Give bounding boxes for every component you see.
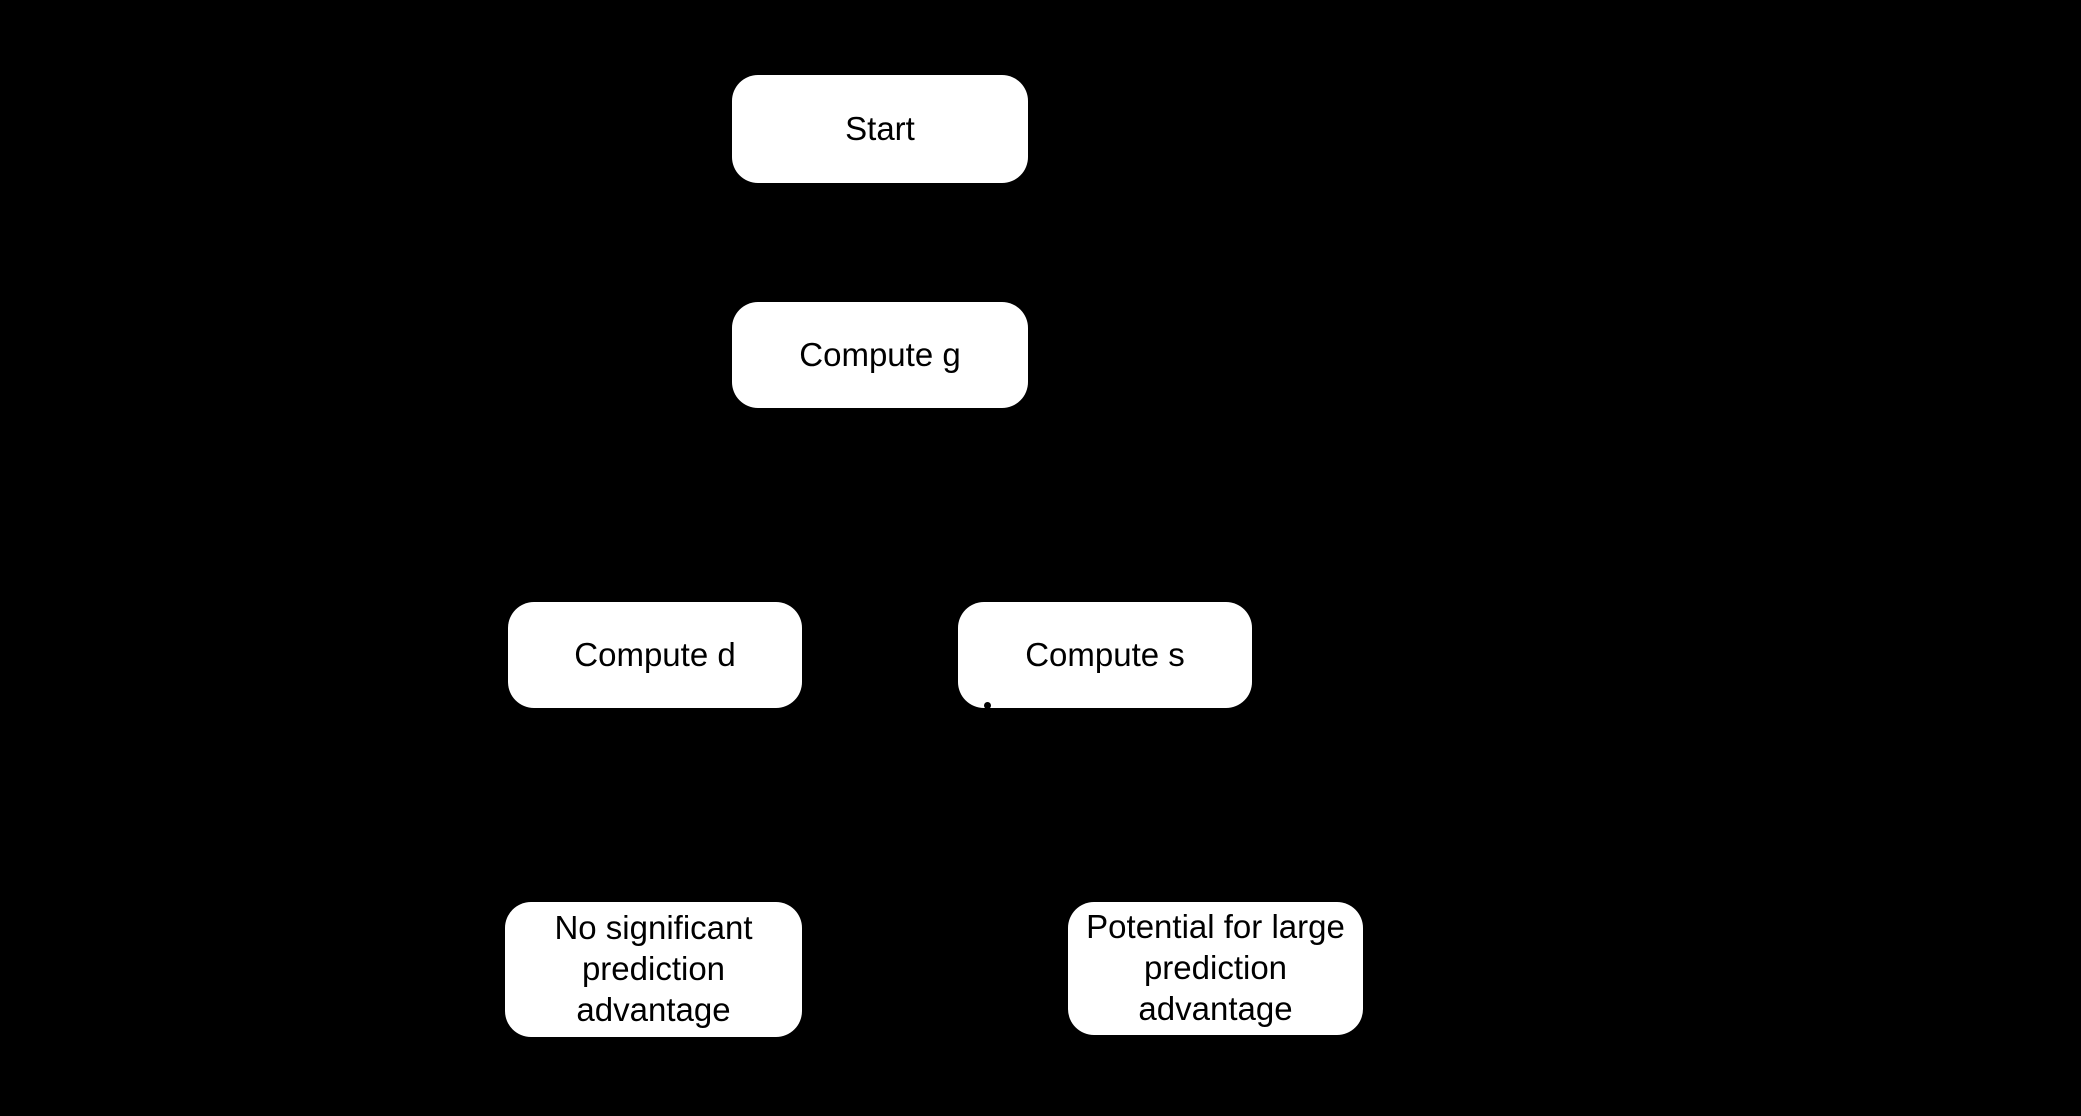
connector-arrow-tip — [984, 702, 991, 709]
flowchart-node-compute-d: Compute d — [508, 602, 802, 708]
flowchart-node-no-significant-advantage: No significant prediction advantage — [505, 902, 802, 1037]
flowchart-node-start: Start — [732, 75, 1028, 183]
flowchart-node-large-advantage: Potential for large prediction advantage — [1068, 902, 1363, 1035]
flowchart-node-compute-g: Compute g — [732, 302, 1028, 408]
flowchart-node-compute-s: Compute s — [958, 602, 1252, 708]
